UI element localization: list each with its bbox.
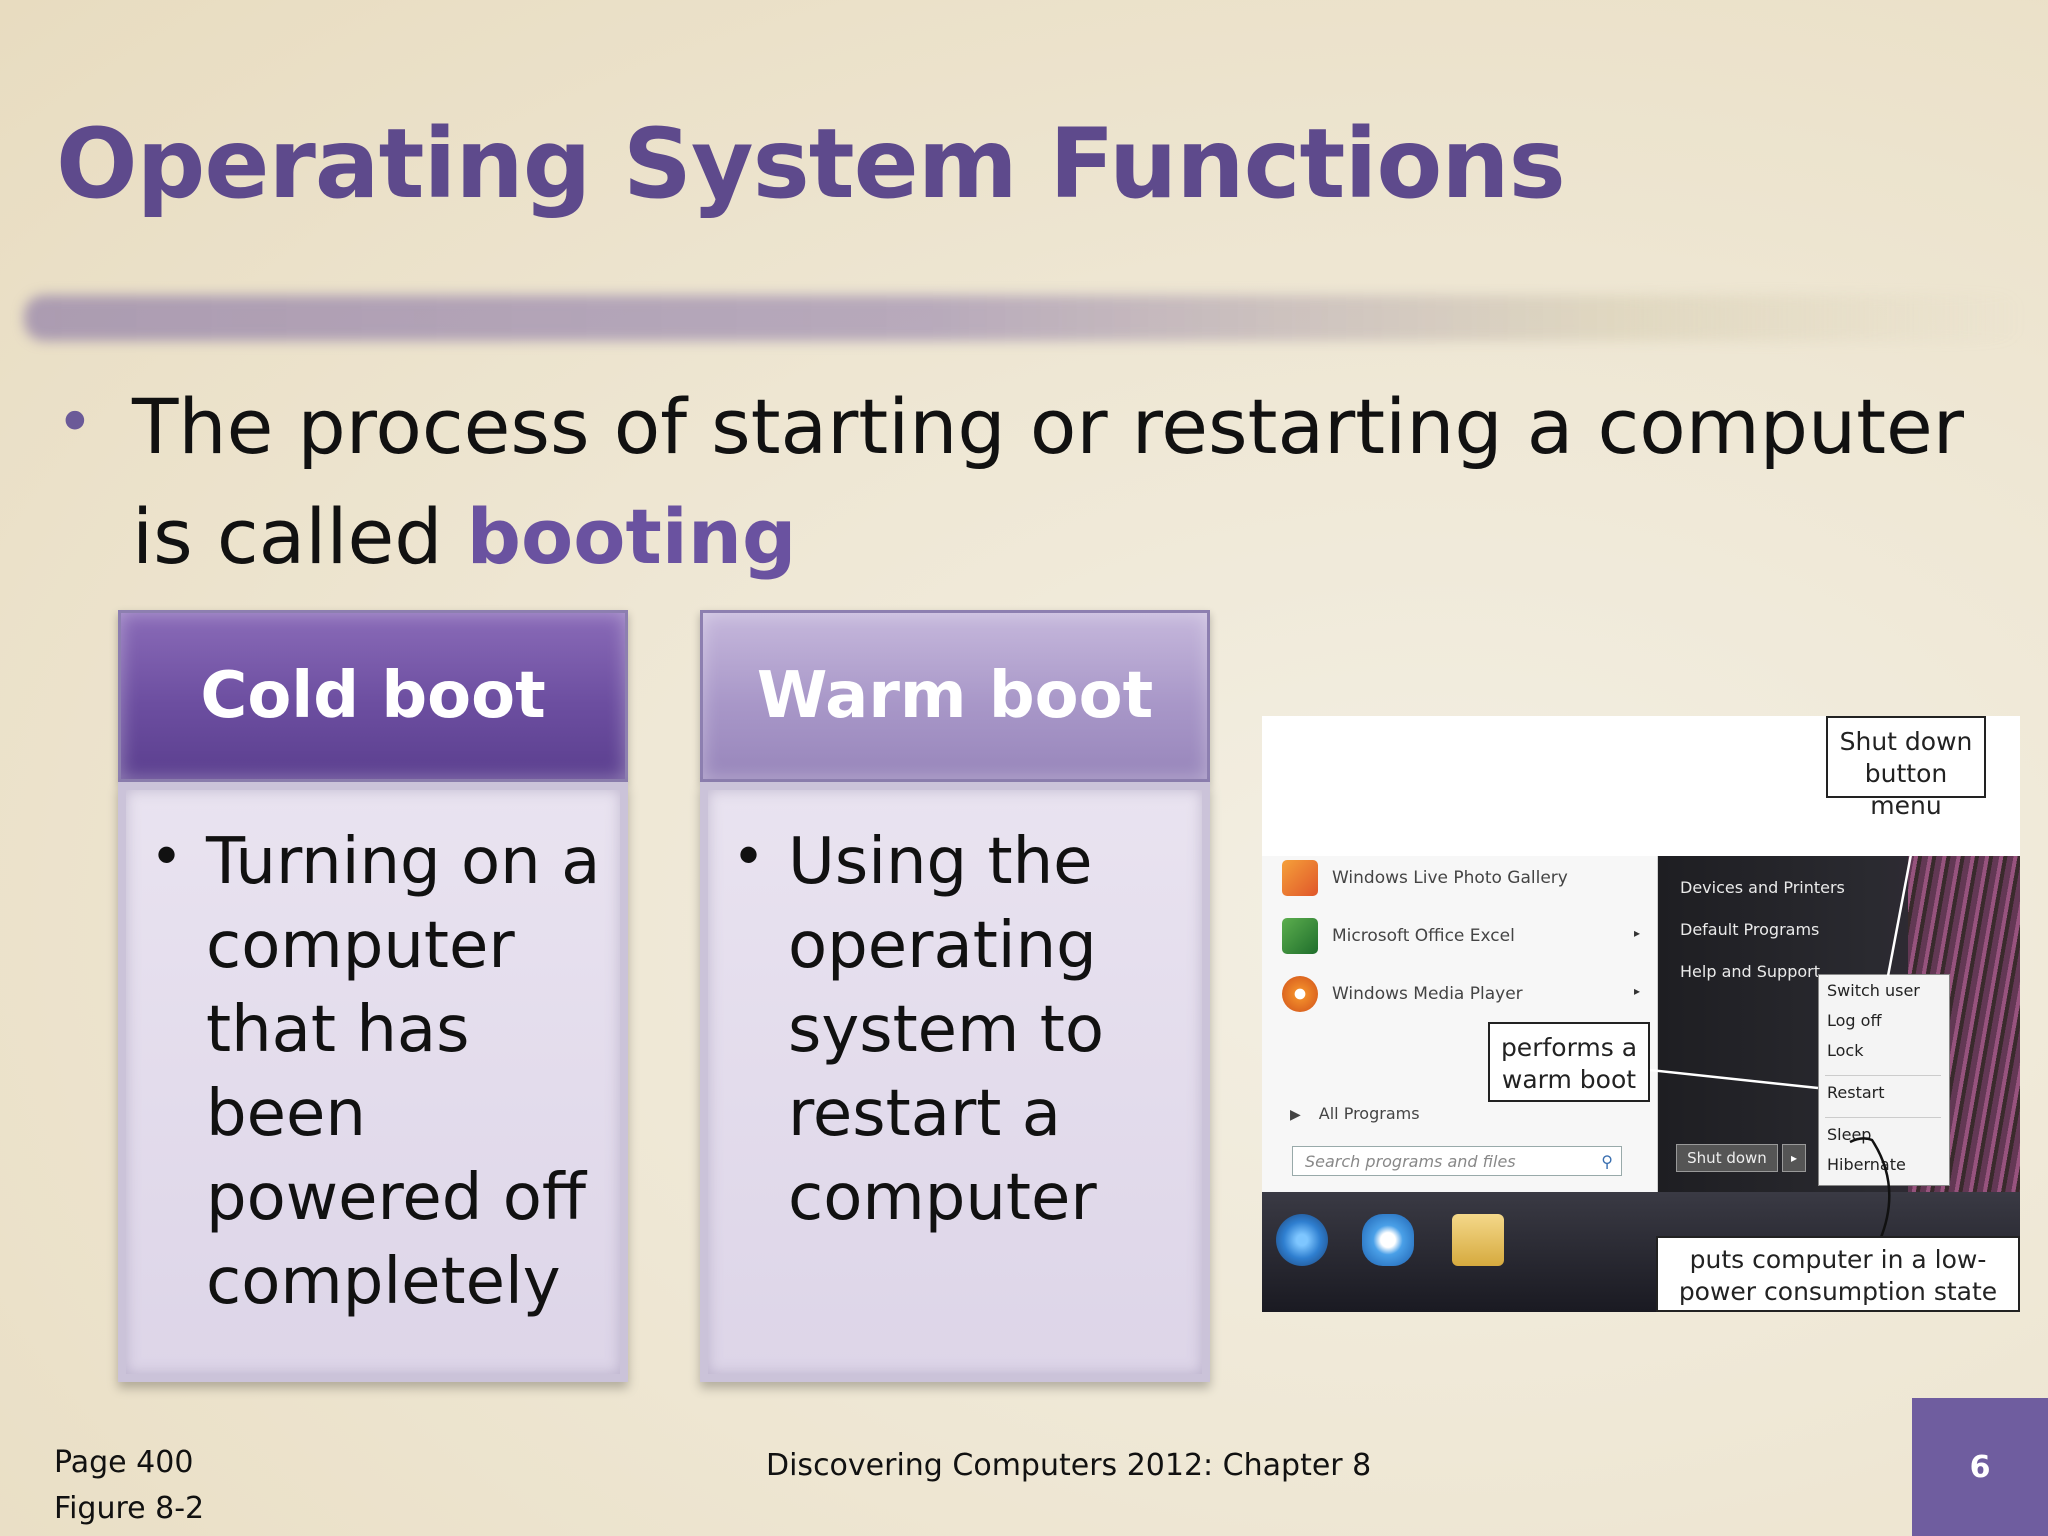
- slide-number-badge: 6: [1912, 1398, 2048, 1536]
- media-player-icon: [1282, 976, 1318, 1012]
- warm-boot-body: • Using the operating system to restart …: [700, 782, 1210, 1382]
- menu-item-devices[interactable]: Devices and Printers: [1680, 878, 1845, 897]
- menu-item-label: Windows Live Photo Gallery: [1332, 868, 1568, 888]
- footer-course-title: Discovering Computers 2012: Chapter 8: [766, 1448, 1372, 1483]
- cold-boot-card: Cold boot • Turning on a computer that h…: [118, 610, 628, 1382]
- all-programs-arrow-icon: ▶: [1290, 1107, 1301, 1123]
- submenu-log-off[interactable]: Log off: [1827, 1011, 1882, 1030]
- menu-item-label: Windows Media Player: [1332, 984, 1523, 1004]
- main-bullet: • The process of starting or restarting …: [56, 372, 1996, 592]
- submenu-lock[interactable]: Lock: [1827, 1041, 1864, 1060]
- menu-item-photo-gallery[interactable]: Windows Live Photo Gallery: [1282, 860, 1568, 896]
- cold-boot-bullet: •: [156, 821, 178, 888]
- warm-boot-heading: Warm boot: [700, 610, 1210, 782]
- start-orb-icon[interactable]: [1276, 1214, 1328, 1266]
- cold-boot-body: • Turning on a computer that has been po…: [118, 782, 628, 1382]
- excel-icon: [1282, 918, 1318, 954]
- submenu-switch-user[interactable]: Switch user: [1827, 981, 1920, 1000]
- bullet-symbol: •: [56, 386, 94, 460]
- cold-boot-text: Turning on a computer that has been powe…: [206, 825, 601, 1319]
- footer-page: Page 400: [54, 1445, 194, 1480]
- callout-low-power: puts computer in a low-power consumption…: [1656, 1236, 2020, 1312]
- search-placeholder: Search programs and files: [1305, 1152, 1516, 1171]
- search-icon: ⚲: [1601, 1152, 1613, 1171]
- footer-figure: Figure 8-2: [54, 1491, 205, 1526]
- bullet-highlight: booting: [466, 492, 797, 581]
- folder-icon[interactable]: [1452, 1214, 1504, 1266]
- menu-item-media-player[interactable]: Windows Media Player ▸: [1282, 976, 1640, 1012]
- slide-title: Operating System Functions: [56, 108, 1566, 220]
- callout-warm-boot: performs a warm boot: [1488, 1022, 1650, 1102]
- all-programs-label: All Programs: [1318, 1104, 1420, 1123]
- submenu-divider: [1825, 1117, 1941, 1118]
- cold-boot-heading: Cold boot: [118, 610, 628, 782]
- bullet-text-line: The process of starting or restarting a …: [132, 372, 1996, 592]
- submenu-arrow-icon: ▸: [1634, 984, 1641, 998]
- warm-boot-bullet: •: [738, 821, 760, 888]
- submenu-restart[interactable]: Restart: [1827, 1083, 1885, 1102]
- menu-item-label: Microsoft Office Excel: [1332, 926, 1515, 946]
- submenu-arrow-icon: ▸: [1634, 926, 1641, 940]
- warm-boot-card: Warm boot • Using the operating system t…: [700, 610, 1210, 1382]
- menu-item-excel[interactable]: Microsoft Office Excel ▸: [1282, 918, 1640, 954]
- all-programs-item[interactable]: ▶ All Programs: [1290, 1104, 1420, 1123]
- shut-down-arrow-button[interactable]: ▸: [1782, 1144, 1806, 1172]
- shut-down-button[interactable]: Shut down: [1676, 1144, 1778, 1172]
- menu-item-help[interactable]: Help and Support: [1680, 962, 1820, 981]
- title-divider: [24, 295, 2024, 341]
- photo-gallery-icon: [1282, 860, 1318, 896]
- submenu-divider: [1825, 1075, 1941, 1076]
- search-input[interactable]: Search programs and files ⚲: [1292, 1146, 1622, 1176]
- callout-lines: [1649, 795, 1924, 1241]
- bullet-text: The process of starting or restarting a …: [132, 382, 1965, 581]
- start-menu-figure: Windows Live Photo Gallery Microsoft Off…: [1262, 716, 2020, 1312]
- warm-boot-text: Using the operating system to restart a …: [788, 825, 1104, 1235]
- internet-explorer-icon[interactable]: [1362, 1214, 1414, 1266]
- callout-shutdown-menu: Shut down button menu: [1826, 716, 1986, 820]
- footer-reference: Page 400 Figure 8-2: [54, 1440, 204, 1532]
- menu-item-default-programs[interactable]: Default Programs: [1680, 920, 1820, 939]
